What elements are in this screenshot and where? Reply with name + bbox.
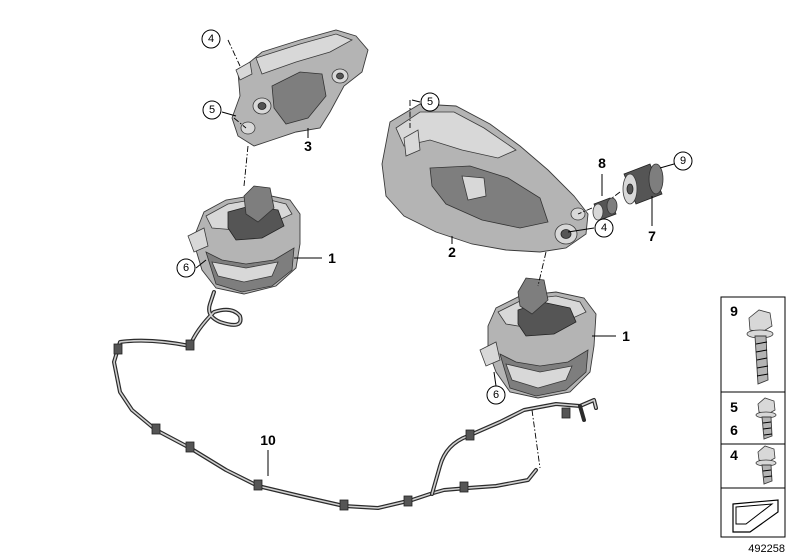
bracket-part-2	[381, 103, 589, 253]
legend-6: 6	[730, 422, 738, 438]
bushing-part-8	[592, 197, 618, 221]
callout-4-right: 4	[594, 218, 614, 238]
legend-4: 4	[730, 447, 738, 463]
bolt-medium-icon	[755, 397, 777, 440]
callout-9-text: 9	[680, 155, 686, 167]
fastener-legend: 9 5 6 4	[720, 296, 786, 538]
callout-5-left-text: 5	[209, 104, 215, 116]
bolt-long-icon	[746, 309, 774, 385]
callout-6-right-text: 6	[493, 389, 499, 401]
engine-mount-right-part-1	[479, 277, 597, 399]
leader-lines	[195, 99, 675, 476]
damper-part-7	[622, 163, 664, 205]
label-1-right: 1	[622, 328, 630, 344]
bolt-short-icon	[755, 445, 777, 485]
label-1-left: 1	[328, 250, 336, 266]
legend-5: 5	[730, 399, 738, 415]
label-10: 10	[260, 432, 276, 448]
engine-mount-left-part-1	[187, 185, 301, 295]
callout-6-left: 6	[176, 258, 196, 278]
figure-number: 492258	[748, 543, 785, 555]
callout-4-top: 4	[201, 29, 221, 49]
callout-4-top-text: 4	[208, 33, 214, 45]
callout-5-left: 5	[202, 100, 222, 120]
legend-9: 9	[730, 303, 738, 319]
label-7: 7	[648, 228, 656, 244]
bracket-part-3	[231, 29, 369, 147]
callout-5-right: 5	[420, 92, 440, 112]
callout-4-right-text: 4	[601, 222, 607, 234]
label-8: 8	[598, 155, 606, 171]
direction-arrow-icon	[732, 499, 779, 533]
callout-6-left-text: 6	[183, 262, 189, 274]
assembly-lines	[227, 39, 621, 469]
callout-9: 9	[673, 151, 693, 171]
label-3: 3	[304, 138, 312, 154]
vacuum-hose-part-10	[112, 290, 598, 511]
label-2: 2	[448, 244, 456, 260]
callout-5-right-text: 5	[427, 96, 433, 108]
callout-6-right: 6	[486, 385, 506, 405]
